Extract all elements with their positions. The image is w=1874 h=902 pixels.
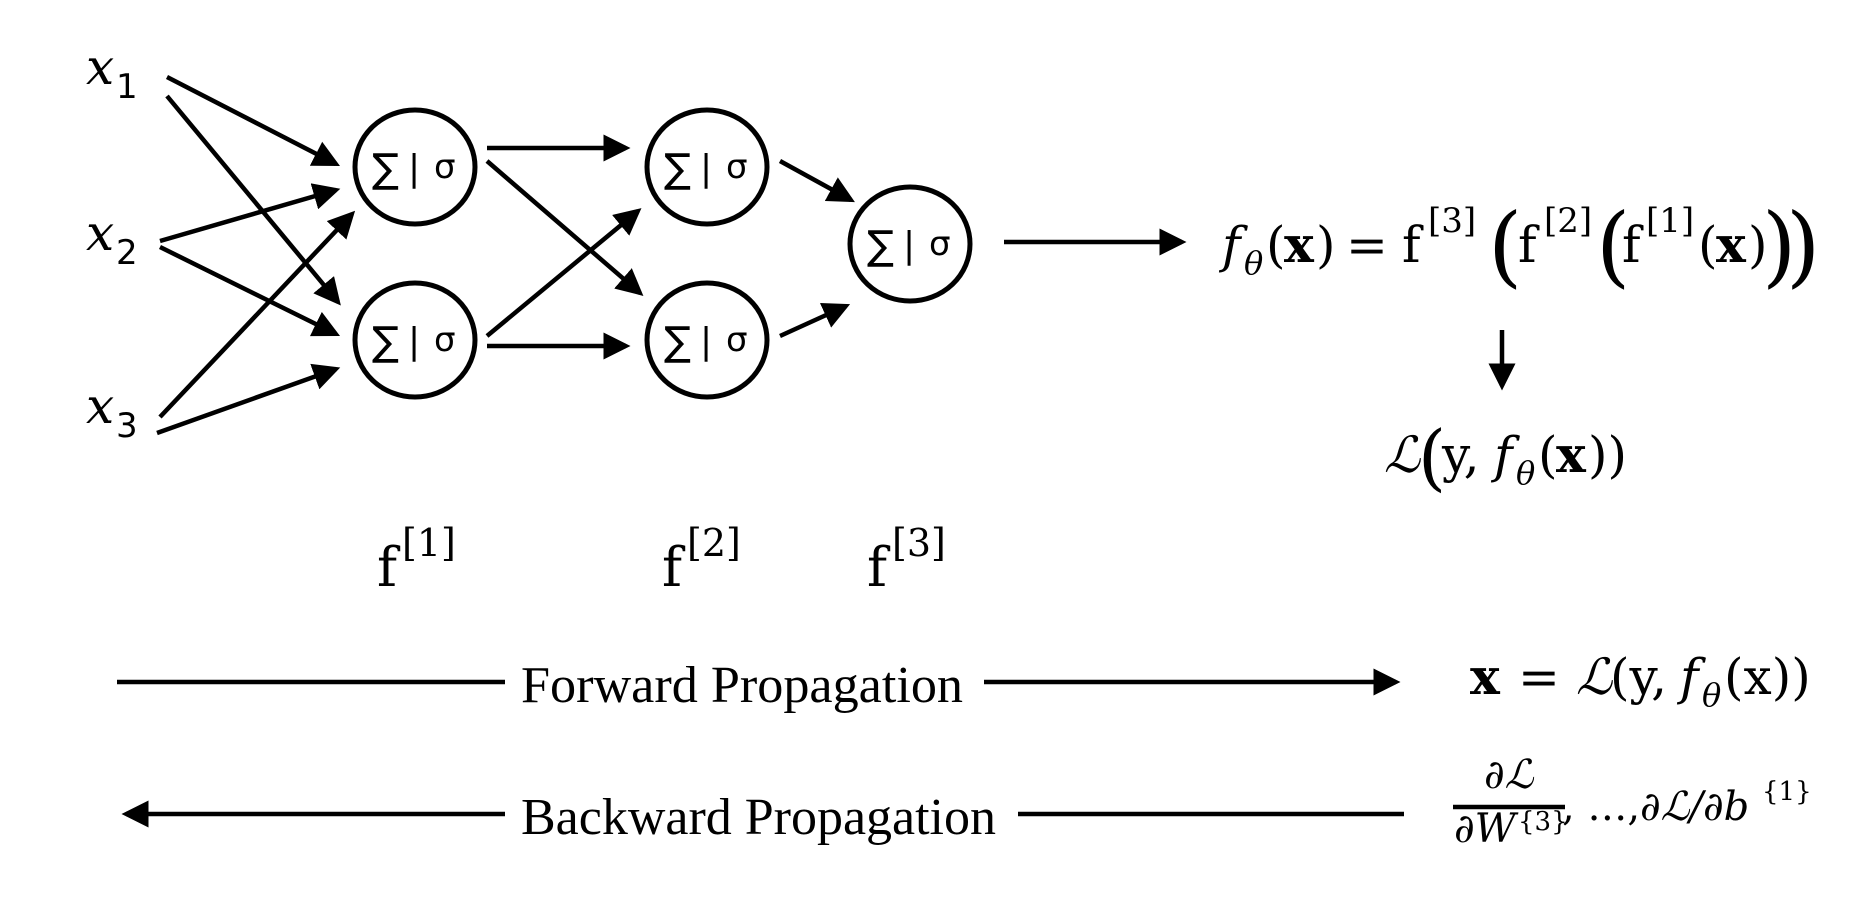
- layer-label-2: f [2]: [662, 521, 741, 599]
- layer-index: [3]: [892, 521, 946, 565]
- neuron-layer1-2: ∑ | σ: [352, 280, 478, 400]
- forward-result-rest: (y,: [1610, 648, 1667, 706]
- input-x1: x 1: [86, 38, 138, 107]
- eq-f3: f: [1402, 216, 1424, 274]
- eq-f3-index: [3]: [1428, 201, 1476, 241]
- loss-f-sub: θ: [1516, 454, 1535, 492]
- forward-label: Forward Propagation: [521, 657, 963, 714]
- layer-base: f: [662, 536, 686, 599]
- input-var: x: [86, 38, 114, 96]
- neuron-layer2-2: ∑ | σ: [644, 280, 770, 400]
- grad-numerator: ∂ℒ: [1484, 752, 1535, 798]
- input-subscript: 1: [116, 67, 138, 107]
- loss-open: (: [1418, 415, 1446, 499]
- edge-x3-h1b: [156, 363, 341, 436]
- loss-arg-open: (: [1538, 426, 1558, 484]
- edge-x1-h1a: [165, 74, 341, 167]
- separator: |: [700, 321, 712, 362]
- layer-base: f: [377, 536, 401, 599]
- loss-L: ℒ: [1384, 426, 1421, 484]
- grad-denominator: ∂W: [1454, 806, 1519, 852]
- edge-x1-h1b: [165, 94, 341, 306]
- backward-propagation: Backward Propagation ∂ℒ ∂W {3} , …, ∂ℒ/∂…: [121, 752, 1812, 852]
- input-subscript: 3: [116, 406, 138, 446]
- input-var: x: [86, 377, 114, 435]
- grad-ellipsis: , …,: [1562, 784, 1640, 830]
- eq-f1-index: [1]: [1646, 201, 1694, 241]
- grad-denominator-sup: {3}: [1518, 807, 1568, 837]
- backward-label: Backward Propagation: [521, 789, 996, 846]
- edge-h2b-out: [779, 303, 851, 339]
- edge-x2-h1b: [159, 244, 341, 337]
- edge-h1a-h2b: [485, 159, 644, 296]
- edge-h2a-out: [778, 159, 855, 203]
- separator: |: [408, 148, 420, 189]
- input-x2: x 2: [86, 204, 138, 273]
- forward-propagation: Forward Propagation x = ℒ (y, f θ (x)): [117, 647, 1811, 714]
- layer-index: [2]: [687, 521, 741, 565]
- eq-equals: =: [1346, 216, 1388, 274]
- grad-tail-sup: {1}: [1762, 777, 1812, 807]
- sigma-icon: σ: [434, 147, 456, 187]
- edge-x3-h1a: [158, 210, 356, 419]
- eq-big-open-2: (: [1596, 194, 1630, 297]
- sigma-icon: σ: [929, 224, 951, 264]
- layer-label-3: f [3]: [867, 521, 946, 599]
- eq-x: x: [1284, 215, 1315, 274]
- sum-icon: ∑: [372, 319, 399, 365]
- eq-f2-index: [2]: [1544, 201, 1592, 241]
- edge-x2-h1a: [159, 183, 341, 244]
- sigma-icon: σ: [434, 320, 456, 360]
- forward-result-arg: (x)): [1724, 648, 1811, 706]
- separator: |: [903, 225, 915, 266]
- sum-icon: ∑: [664, 146, 691, 192]
- eq-inner-open: (: [1698, 216, 1718, 274]
- eq-big-close-2: ): [1786, 194, 1820, 297]
- eq-close: ): [1316, 216, 1336, 274]
- neuron-layer2-1: ∑ | σ: [644, 107, 770, 227]
- eq-inner-close: ): [1748, 216, 1768, 274]
- eq-f1: f: [1622, 216, 1644, 274]
- forward-result-L: ℒ: [1576, 648, 1613, 706]
- loss-y: y,: [1441, 426, 1480, 484]
- loss-arg-close: )): [1588, 426, 1627, 484]
- forward-result-x: x: [1470, 647, 1501, 706]
- neuron-layer1-1: ∑ | σ: [352, 107, 478, 227]
- eq-f-sub: θ: [1244, 244, 1263, 282]
- model-equation: f θ ( x ) = f [3] ( f [2] ( f [1] ( x ) …: [1218, 194, 1820, 297]
- sigma-icon: σ: [726, 147, 748, 187]
- eq-big-open-1: (: [1488, 194, 1522, 297]
- layer-base: f: [867, 536, 891, 599]
- forward-result-sub: θ: [1702, 676, 1721, 714]
- loss-x: x: [1556, 425, 1587, 484]
- forward-result-eq: =: [1518, 648, 1560, 706]
- eq-open: (: [1266, 216, 1286, 274]
- edge-h1b-h2a: [485, 208, 642, 338]
- eq-big-close-1: ): [1762, 194, 1796, 297]
- layer-label-1: f [1]: [377, 521, 456, 599]
- neuron-output: ∑ | σ: [847, 184, 973, 304]
- eq-f2: f: [1518, 216, 1540, 274]
- loss-expression: ℒ ( y, f θ ( x )): [1384, 415, 1627, 499]
- sum-icon: ∑: [664, 319, 691, 365]
- input-x3: x 3: [86, 377, 138, 446]
- input-var: x: [86, 204, 114, 262]
- eq-inner-x: x: [1716, 215, 1747, 274]
- separator: |: [700, 148, 712, 189]
- separator: |: [408, 321, 420, 362]
- layer-index: [1]: [402, 521, 456, 565]
- edges: [156, 74, 1187, 436]
- sum-icon: ∑: [372, 146, 399, 192]
- sum-icon: ∑: [867, 223, 894, 269]
- input-subscript: 2: [116, 233, 138, 273]
- grad-tail: ∂ℒ/∂b: [1640, 784, 1749, 830]
- sigma-icon: σ: [726, 320, 748, 360]
